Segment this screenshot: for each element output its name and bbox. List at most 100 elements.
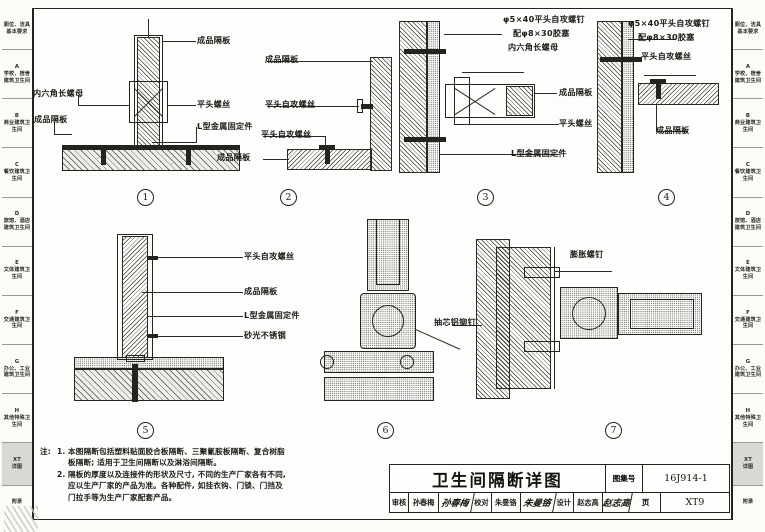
sidebar-item-key: E: [746, 260, 750, 267]
expansion-bolt-lower: [524, 341, 560, 352]
sidebar-item-label: 交通建筑卫生间: [734, 316, 762, 330]
note-number: 2.: [57, 469, 66, 479]
sidebar-item-key: H: [745, 407, 751, 414]
wall-plaster: [622, 21, 634, 173]
sidebar-item-item10[interactable]: 附录: [2, 486, 32, 520]
post-extrusion-upper: [367, 219, 409, 291]
leader-2d: [263, 159, 289, 160]
rivet-right: [400, 355, 414, 369]
review-label: 审核: [390, 493, 410, 512]
sidebar-item-label: 厕位、洁具基本要求: [734, 21, 762, 35]
leader-1a: [163, 41, 196, 42]
sidebar-item-key: D: [745, 211, 751, 218]
leg-base: [126, 355, 145, 362]
detail-1-label-3: 内六角长螺母: [33, 88, 84, 98]
design-signature: 赵志高: [601, 493, 634, 512]
leader-1e-v: [54, 121, 55, 135]
note-text: 本图隔断包括塑料贴面胶合板隔断、三聚氰胺板隔断、复合树脂: [68, 447, 285, 456]
detail-7-number: 7: [605, 422, 622, 439]
detail-3: φ5×40平头自攻螺钉 配φ8×30胶塞 内六角长螺母 成品隔板 平头螺丝 L型…: [396, 9, 606, 189]
detail-5-number: 5: [137, 422, 154, 439]
check-name: 朱曼铬: [492, 493, 522, 512]
detail-5: 平头自攻螺丝 成品隔板 L型金属固定件 砂光不锈钢: [64, 224, 314, 414]
detail-2-number: 2: [280, 189, 297, 206]
design-label: 设计: [555, 493, 574, 512]
sidebar-item-key: A: [14, 63, 20, 70]
atlas-no-label: 图集号: [606, 465, 643, 493]
leader-5a: [158, 257, 243, 258]
sidebar-item-label: 详图: [742, 463, 754, 470]
sidebar-item-item0[interactable]: 厕位、洁具基本要求: [733, 8, 763, 51]
notes-tag: [40, 469, 57, 480]
leader-6b: [452, 325, 482, 326]
screw-lower: [148, 334, 158, 338]
drawing-sheet: 成品隔板 平头螺丝 L型金属固定件 内六角长螺母 成品隔板 1 成品隔板 平头自…: [33, 9, 734, 519]
detail-7: 膨胀螺钉: [494, 237, 734, 417]
sidebar-item-label: 办公、工业建筑卫生间: [734, 365, 762, 379]
note-line: 应以生产厂家的产品为准。各种配件, 如挂衣钩、门锁、门挡及: [40, 480, 392, 491]
notes-tag: [40, 457, 57, 468]
sidebar-item-key: H: [14, 407, 20, 414]
review-name: 孙春梅: [409, 493, 439, 512]
wall-left: [597, 21, 622, 173]
note-line: 注:1.本图隔断包括塑料贴面胶合板隔断、三聚氰胺板隔断、复合树脂: [40, 446, 392, 457]
note-line: 2.隔板的厚度以及连接件的形状及尺寸, 不同的生产厂家各有不同,: [40, 469, 392, 480]
support-leg: [132, 364, 138, 402]
floor-topcoat: [62, 145, 240, 149]
sidebar-item-label: 旅馆、酒店建筑卫生间: [3, 218, 31, 232]
note-line: 板隔断; 适用于卫生间隔断以及淋浴间隔断。: [40, 457, 392, 468]
notes-tag: [40, 492, 57, 503]
leader-3b: [462, 72, 524, 73]
floor-slab: [62, 149, 240, 171]
sidebar-item-label: 其他特殊卫生间: [3, 414, 31, 428]
sidebar-item-label: 旅馆、酒店建筑卫生间: [734, 218, 762, 232]
design-name: 赵志高: [574, 493, 604, 512]
wall-plaster: [427, 21, 440, 173]
detail-4-label-0: φ5×40平头自攻螺钉: [628, 18, 710, 28]
notes-block: 注:1.本图隔断包括塑料贴面胶合板隔断、三聚氰胺板隔断、复合树脂板隔断; 适用于…: [40, 446, 392, 503]
screw-head-right: [181, 145, 196, 150]
detail-3-label-2: 内六角长螺母: [508, 42, 559, 52]
sidebar-item-key: G: [745, 358, 751, 365]
detail-4-label-1: 配φ8×30胶塞: [638, 32, 695, 42]
detail-1-label-2: L型金属固定件: [197, 121, 253, 131]
sidebar-item-item10[interactable]: 附录: [733, 486, 763, 520]
drawing-frame: 成品隔板 平头螺丝 L型金属固定件 内六角长螺母 成品隔板 1 成品隔板 平头自…: [33, 8, 732, 520]
leader-2a: [267, 61, 373, 62]
sidebar-item-key: XT: [743, 456, 753, 463]
detail-3-number: 3: [477, 189, 494, 206]
rivet-left: [320, 355, 334, 369]
sidebar-item-label: 文体建筑卫生间: [3, 267, 31, 281]
leader-1b: [168, 105, 196, 106]
leader-2c-v: [325, 136, 326, 147]
sidebar-item-item0[interactable]: 厕位、洁具基本要求: [2, 8, 32, 51]
detail-4-label-2: 平头自攻螺丝: [641, 51, 692, 61]
detail-5-label-3: 砂光不锈钢: [244, 330, 286, 340]
sidebar-item-label: 商业建筑卫生间: [3, 120, 31, 133]
leader-1c-v: [196, 127, 197, 143]
leader-3a: [444, 34, 502, 35]
sidebar-item-label: 学校、宿舍建筑卫生间: [3, 70, 31, 84]
sidebar-item-label: 详图: [11, 463, 23, 470]
leader-2c: [263, 136, 325, 137]
rail-lower: [324, 377, 434, 401]
